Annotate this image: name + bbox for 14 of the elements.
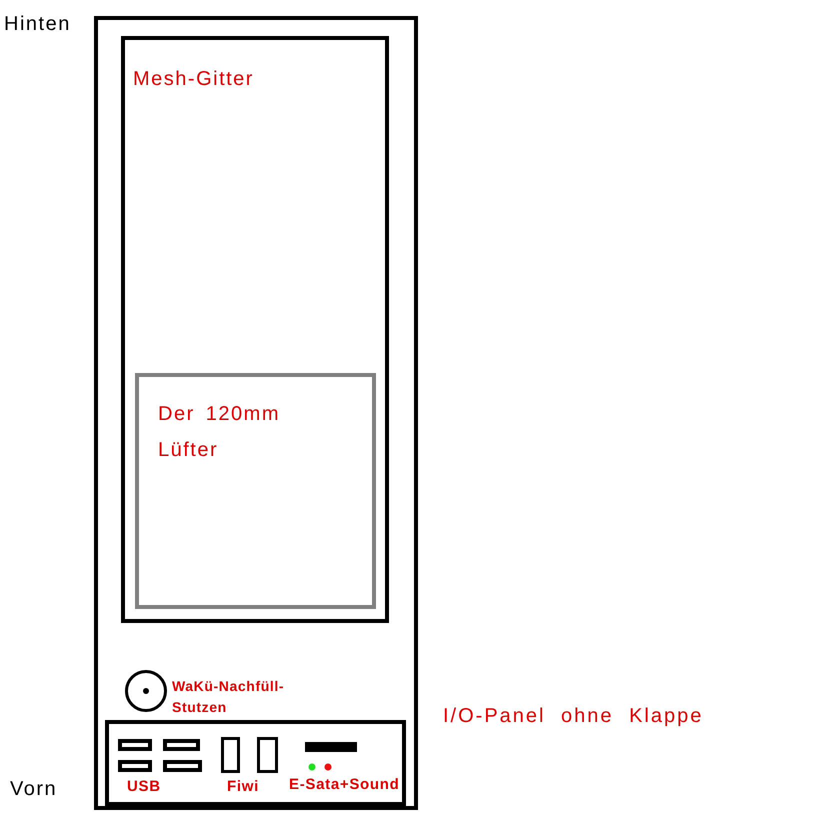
port-label: Fiwi (227, 778, 259, 796)
port-label: E-Sata+Sound (289, 776, 400, 794)
fan-frame (135, 373, 376, 609)
panel-caption: I/O-Panel ohne Klappe (443, 704, 704, 728)
side-label: Hinten (4, 12, 71, 36)
port-caption: WaKü-Nachfüll-Stutzen (172, 677, 286, 717)
side-label: Vorn (10, 777, 58, 801)
case-frame (94, 16, 418, 810)
io-panel-frame (105, 720, 406, 806)
grille-frame (121, 36, 389, 623)
fan-label: Der 120mm Lüfter (158, 402, 281, 463)
port-label: USB (127, 778, 161, 796)
grille-label: Mesh-Gitter (133, 67, 255, 91)
filler-port-symbol (125, 670, 167, 712)
